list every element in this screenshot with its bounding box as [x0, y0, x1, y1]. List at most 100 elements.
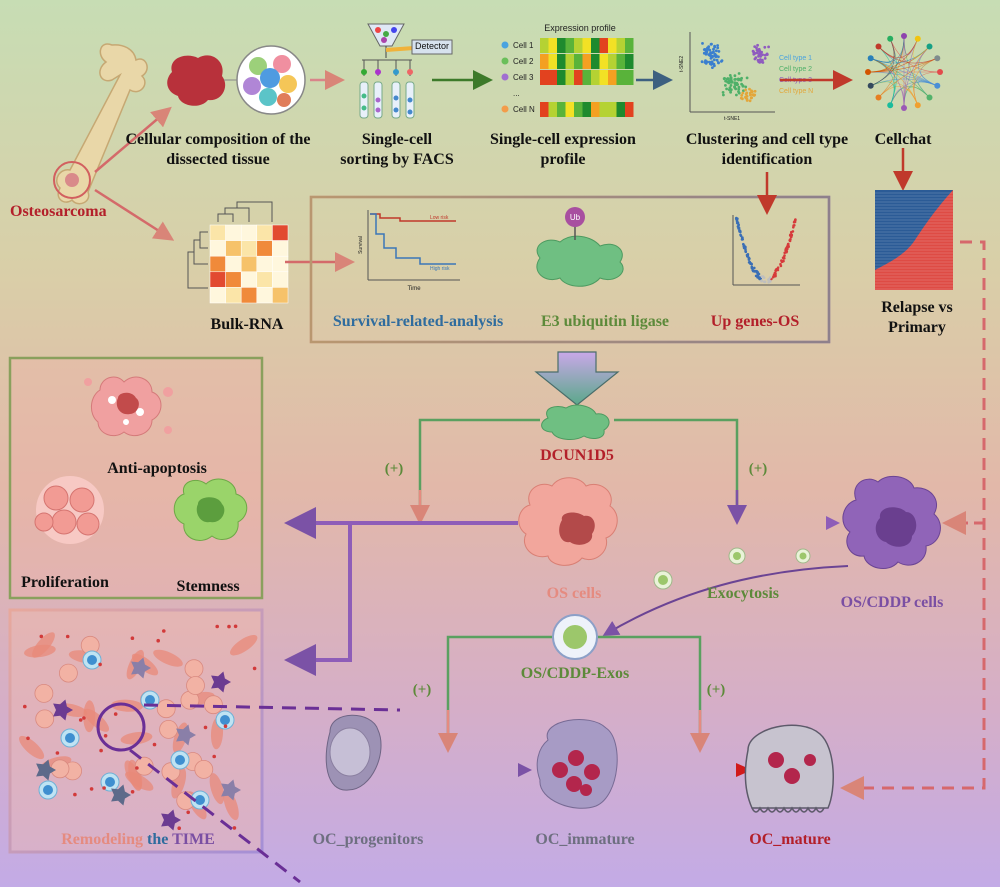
- volcano-point: [737, 225, 740, 228]
- volcano-point: [780, 259, 783, 262]
- cellchat-edge: [879, 58, 938, 97]
- plus-label-2: (+): [749, 460, 768, 479]
- heatmap-cell: [608, 54, 617, 69]
- tsne-point: [729, 86, 732, 89]
- survival-axis-label: Survival: [358, 236, 364, 254]
- high-risk-label: High risk: [430, 266, 450, 272]
- tumor-cell: [185, 660, 203, 678]
- volcano-point: [748, 258, 751, 261]
- cellchat-node: [927, 95, 933, 101]
- tsne-point: [744, 89, 747, 92]
- volcano-point: [737, 221, 740, 224]
- tsne-point: [706, 47, 709, 50]
- rbc-dot: [102, 786, 106, 790]
- volcano-point: [741, 238, 744, 241]
- volcano-point: [786, 244, 789, 247]
- anti-apoptosis-label: Anti-apoptosis: [107, 459, 207, 479]
- tsne-point: [726, 81, 729, 84]
- stemness-label: Stemness: [176, 577, 239, 597]
- tsne-point: [744, 96, 747, 99]
- tumor-cell: [35, 684, 53, 702]
- heatmap-cell: [549, 38, 558, 53]
- tsne-point: [758, 61, 761, 64]
- bulk-heatmap-cell: [272, 225, 288, 241]
- cellchat-node: [887, 36, 893, 42]
- bulk-heatmap-cell: [272, 287, 288, 303]
- volcano-point: [790, 231, 793, 234]
- tsne-point: [753, 45, 756, 48]
- rbc-dot: [73, 793, 77, 797]
- heatmap-cell: [600, 38, 609, 53]
- heatmap-cell: [566, 38, 575, 53]
- clustering-label: Clustering and cell type identification: [667, 130, 867, 170]
- tsne-point: [734, 74, 737, 77]
- cellchat-label: Cellchat: [875, 130, 932, 150]
- tsne-point: [753, 94, 756, 97]
- tsne-point: [764, 57, 767, 60]
- bulk-rna-label: Bulk-RNA: [211, 315, 284, 335]
- lymphocyte-nucleus: [175, 755, 185, 765]
- bulk-heatmap-cell: [210, 272, 226, 288]
- tumor-cell: [195, 760, 213, 778]
- plus-label-1: (+): [385, 460, 404, 479]
- tsne-point: [713, 64, 716, 67]
- bulk-heatmap-cell: [226, 287, 242, 303]
- tsne-point: [716, 47, 719, 50]
- remodeling-the-time-label: Remodeling the TIME: [61, 830, 215, 850]
- oc-immature-label: OC_immature: [535, 830, 634, 850]
- tsne-point: [754, 56, 757, 59]
- tsne-point: [713, 53, 716, 56]
- volcano-point: [735, 217, 738, 220]
- heatmap-cell: [617, 54, 626, 69]
- heatmap-cell: [625, 54, 634, 69]
- tumor-cell: [157, 700, 175, 718]
- volcano-point: [785, 249, 788, 252]
- heatmap-cell: [549, 54, 558, 69]
- rbc-dot: [79, 718, 83, 722]
- volcano-point: [738, 230, 741, 233]
- bulk-heatmap-cell: [241, 225, 257, 241]
- tsne-point: [709, 52, 712, 55]
- heatmap-cell: [583, 102, 592, 117]
- heatmap-cell: [600, 54, 609, 69]
- rbc-dot: [135, 766, 139, 770]
- volcano-point: [788, 239, 791, 242]
- volcano-point: [793, 220, 796, 223]
- volcano-plot: [733, 215, 800, 285]
- lymphocyte-nucleus: [87, 655, 97, 665]
- volcano-point: [746, 254, 749, 257]
- bulk-heatmap-cell: [257, 225, 273, 241]
- heatmap-cell: [549, 70, 558, 85]
- heatmap-cell: [608, 38, 617, 53]
- bulk-heatmap-cell: [226, 241, 242, 257]
- tsne-point: [749, 99, 752, 102]
- heatmap-cell: [557, 70, 566, 85]
- tsne-point: [713, 45, 716, 48]
- osteosarcoma-label: Osteosarcoma: [10, 202, 107, 222]
- bulk-heatmap-cell: [210, 287, 226, 303]
- lymphocyte-nucleus: [195, 795, 205, 805]
- volcano-point: [764, 281, 767, 284]
- tsne-point: [725, 88, 728, 91]
- cell-row-dot: [502, 58, 509, 65]
- cellchat-node: [934, 83, 940, 89]
- time-word: TIME: [172, 831, 215, 848]
- rbc-dot: [234, 625, 238, 629]
- cellchat-node: [915, 102, 921, 108]
- e3-label: E3 ubiquitin ligase: [541, 312, 669, 332]
- rbc-dot: [131, 636, 135, 640]
- oc-mature-label: OC_mature: [749, 830, 830, 850]
- single-cell-expression-label: Single-cell expression profile: [488, 130, 638, 170]
- heatmap-cell: [540, 102, 549, 117]
- rbc-dot: [98, 663, 102, 667]
- rbc-dot: [186, 811, 190, 815]
- proliferation-label: Proliferation: [21, 573, 109, 593]
- cellchat-node: [937, 69, 943, 75]
- column-dendrogram: [218, 202, 272, 222]
- heatmap-cell: [574, 54, 583, 69]
- cellchat-node: [887, 102, 893, 108]
- tsne-point: [730, 84, 733, 87]
- volcano-point: [777, 269, 780, 272]
- tsne-point: [724, 84, 727, 87]
- plus-label-3: (+): [413, 681, 432, 700]
